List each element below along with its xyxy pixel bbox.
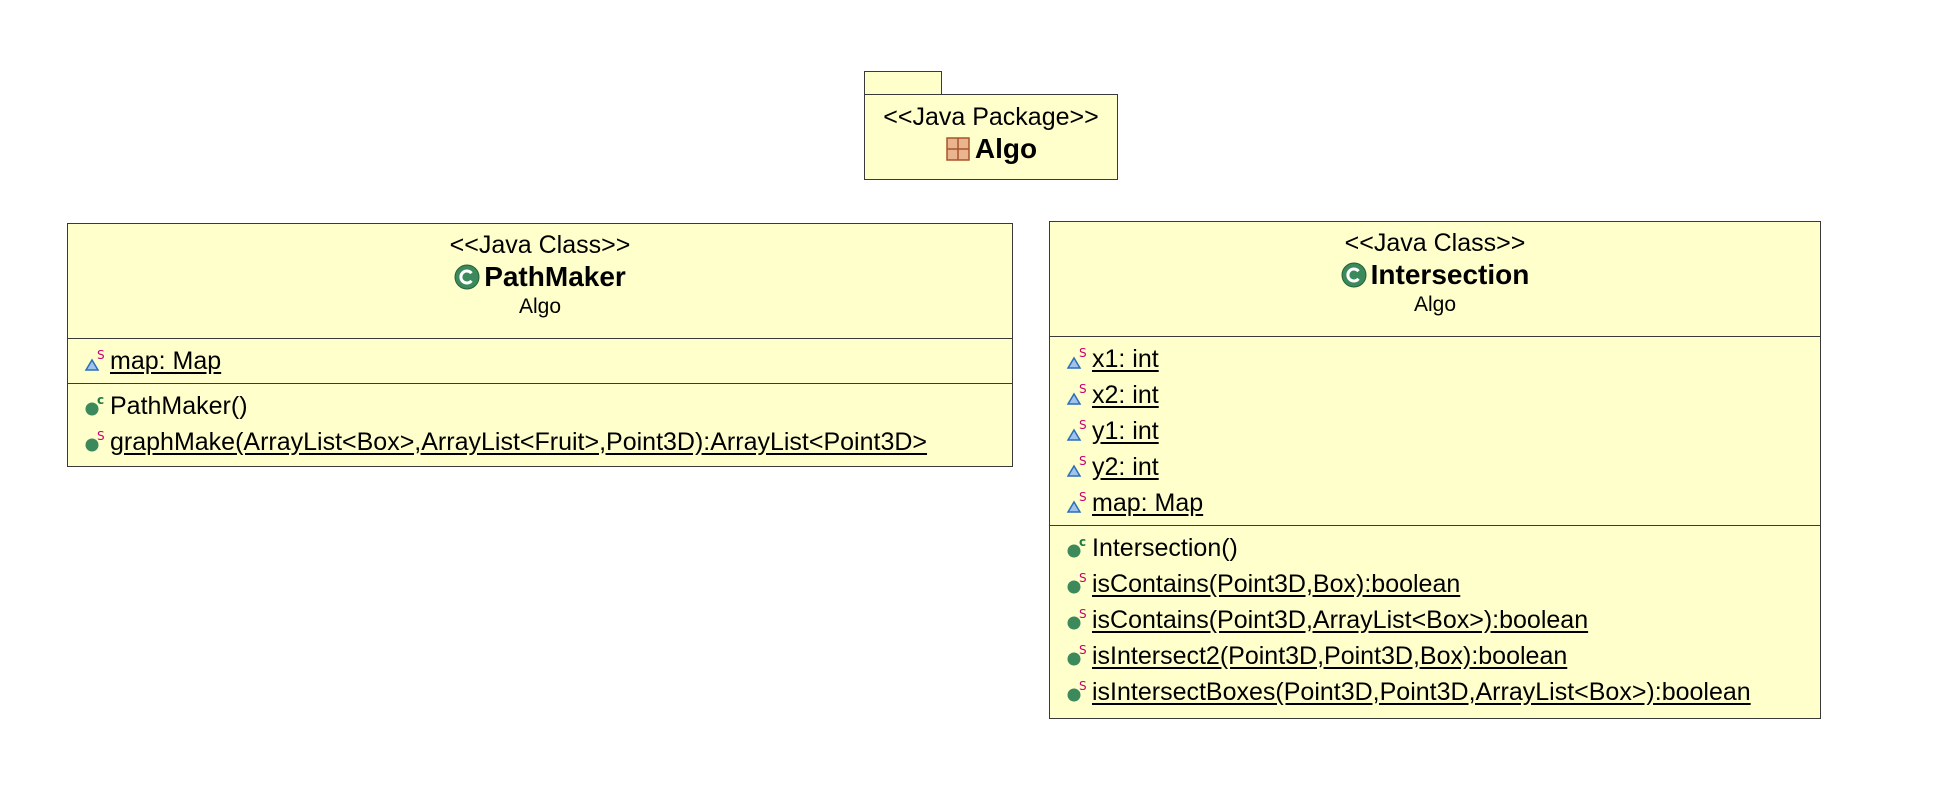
static-field-icon: S: [1066, 490, 1087, 513]
fields-section: S map: Map: [68, 339, 1012, 384]
field-text: x1: int: [1092, 344, 1159, 373]
svg-text:S: S: [1079, 571, 1087, 585]
class-package: Algo: [518, 295, 562, 318]
static-method-icon: S: [85, 429, 105, 452]
static-method-icon: S: [1067, 643, 1087, 666]
field-row[interactable]: S y1: int: [1066, 413, 1820, 449]
field-text: y1: int: [1092, 416, 1159, 445]
svg-text:c: c: [97, 393, 104, 407]
svg-text:S: S: [1079, 607, 1087, 621]
class-name: Intersection: [1370, 259, 1530, 290]
static-field-icon: S: [1066, 382, 1087, 405]
static-field-icon: S: [1066, 454, 1087, 477]
field-text: map: Map: [110, 346, 222, 375]
field-row[interactable]: S map: Map: [1066, 485, 1820, 521]
method-text: Intersection(): [1092, 533, 1238, 562]
package-title: Algo: [865, 132, 1117, 166]
class-header: <<Java Class>> PathMaker Algo: [68, 224, 1012, 339]
methods-section: c Intersection() S isContains(Point3D,Bo…: [1050, 526, 1820, 714]
method-text: graphMake(ArrayList<Box>,ArrayList<Fruit…: [110, 427, 928, 456]
method-text: isIntersect2(Point3D,Point3D,Box):boolea…: [1092, 641, 1568, 670]
svg-text:S: S: [1079, 418, 1087, 432]
package-name: Algo: [974, 133, 1038, 164]
methods-section: c PathMaker() S graphMake(ArrayList<Box>…: [68, 384, 1012, 464]
static-field-icon: S: [1066, 346, 1087, 369]
field-row[interactable]: S y2: int: [1066, 449, 1820, 485]
field-text: y2: int: [1092, 452, 1159, 481]
class-name: PathMaker: [484, 261, 626, 292]
svg-text:S: S: [1079, 454, 1087, 468]
svg-text:S: S: [1079, 679, 1087, 693]
method-row[interactable]: c PathMaker(): [84, 388, 1012, 424]
field-text: x2: int: [1092, 380, 1159, 409]
method-row[interactable]: S graphMake(ArrayList<Box>,ArrayList<Fru…: [84, 424, 1012, 460]
method-row[interactable]: S isContains(Point3D,Box):boolean: [1066, 566, 1820, 602]
method-text: isContains(Point3D,Box):boolean: [1092, 569, 1461, 598]
static-field-icon: S: [1066, 418, 1087, 441]
static-field-icon: S: [84, 348, 105, 371]
class-header: <<Java Class>> Intersection Algo: [1050, 222, 1820, 337]
static-method-icon: S: [1067, 679, 1087, 702]
package-icon: [946, 137, 970, 161]
svg-text:S: S: [97, 348, 105, 362]
svg-text:S: S: [1079, 382, 1087, 396]
class-box-pathmaker[interactable]: <<Java Class>> PathMaker Algo S map: Map…: [67, 223, 1013, 467]
svg-text:c: c: [1079, 535, 1086, 549]
svg-text:S: S: [1079, 346, 1087, 360]
class-title: PathMaker: [68, 260, 1012, 294]
class-title: Intersection: [1050, 258, 1820, 292]
constructor-icon: c: [85, 393, 104, 416]
field-text: map: Map: [1092, 488, 1204, 517]
svg-text:S: S: [1079, 490, 1087, 504]
package-tab: [864, 71, 942, 95]
static-method-icon: S: [1067, 571, 1087, 594]
package-box[interactable]: <<Java Package>> Algo: [864, 94, 1118, 180]
method-text: isIntersectBoxes(Point3D,Point3D,ArrayLi…: [1092, 677, 1751, 706]
svg-text:S: S: [1079, 643, 1087, 657]
constructor-icon: c: [1067, 535, 1086, 558]
method-row[interactable]: S isIntersect2(Point3D,Point3D,Box):bool…: [1066, 638, 1820, 674]
class-package: Algo: [1413, 293, 1457, 316]
method-row[interactable]: S isIntersectBoxes(Point3D,Point3D,Array…: [1066, 674, 1820, 710]
method-text: PathMaker(): [110, 391, 248, 420]
field-row[interactable]: S x2: int: [1066, 377, 1820, 413]
svg-text:S: S: [97, 429, 105, 443]
class-box-intersection[interactable]: <<Java Class>> Intersection Algo S x1: i…: [1049, 221, 1821, 719]
class-stereotype: <<Java Class>>: [1344, 229, 1526, 257]
class-icon: [454, 264, 480, 290]
fields-section: S x1: int S x2: int S y1: int S y2: int: [1050, 337, 1820, 526]
method-row[interactable]: c Intersection(): [1066, 530, 1820, 566]
class-icon: [1341, 262, 1367, 288]
method-row[interactable]: S isContains(Point3D,ArrayList<Box>):boo…: [1066, 602, 1820, 638]
package-stereotype: <<Java Package>>: [883, 103, 1099, 131]
field-row[interactable]: S map: Map: [84, 343, 1012, 379]
field-row[interactable]: S x1: int: [1066, 341, 1820, 377]
method-text: isContains(Point3D,ArrayList<Box>):boole…: [1092, 605, 1589, 634]
static-method-icon: S: [1067, 607, 1087, 630]
class-stereotype: <<Java Class>>: [449, 231, 631, 259]
